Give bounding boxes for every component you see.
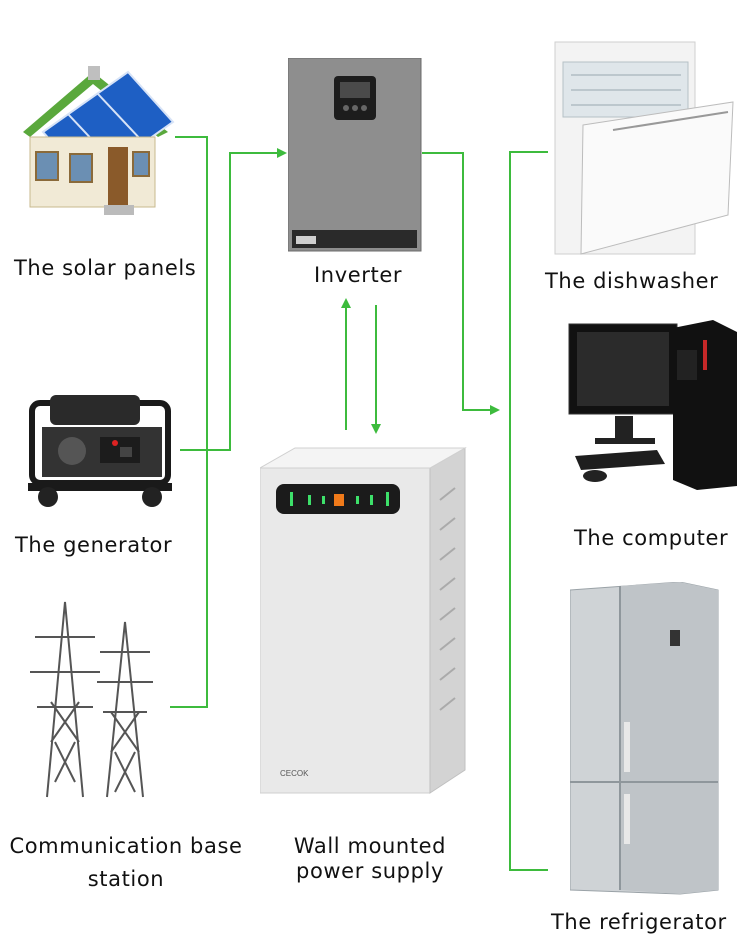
inverter-to-loads-line: [422, 152, 500, 415]
dishwasher-label: The dishwasher: [545, 269, 719, 293]
inverter-label: Inverter: [314, 263, 403, 287]
battery-label-line1: Wall mounted: [293, 834, 447, 858]
computer-icon: [568, 320, 737, 490]
battery-brand: CECOK: [280, 769, 309, 778]
computer-label: The computer: [574, 526, 729, 550]
refrigerator-label: The refrigerator: [551, 910, 727, 934]
generator-label: The generator: [15, 533, 173, 557]
generator-line: [180, 148, 287, 451]
refrigerator-icon: [570, 582, 719, 895]
battery-icon: CECOK: [260, 447, 467, 794]
solar-to-inverter-line: [170, 136, 208, 708]
generator-icon: [28, 395, 172, 507]
station-label-line2: station: [87, 867, 165, 891]
dishwasher-icon: [554, 41, 734, 255]
solar-label: The solar panels: [14, 256, 197, 280]
battery-label-line2: power supply: [296, 859, 444, 883]
house-solar-icon: [23, 66, 175, 215]
loads-bus-line: [509, 151, 548, 871]
inverter-icon: [288, 58, 422, 252]
station-label-line1: Communication base: [9, 834, 243, 858]
pylon-icon: [30, 601, 153, 798]
